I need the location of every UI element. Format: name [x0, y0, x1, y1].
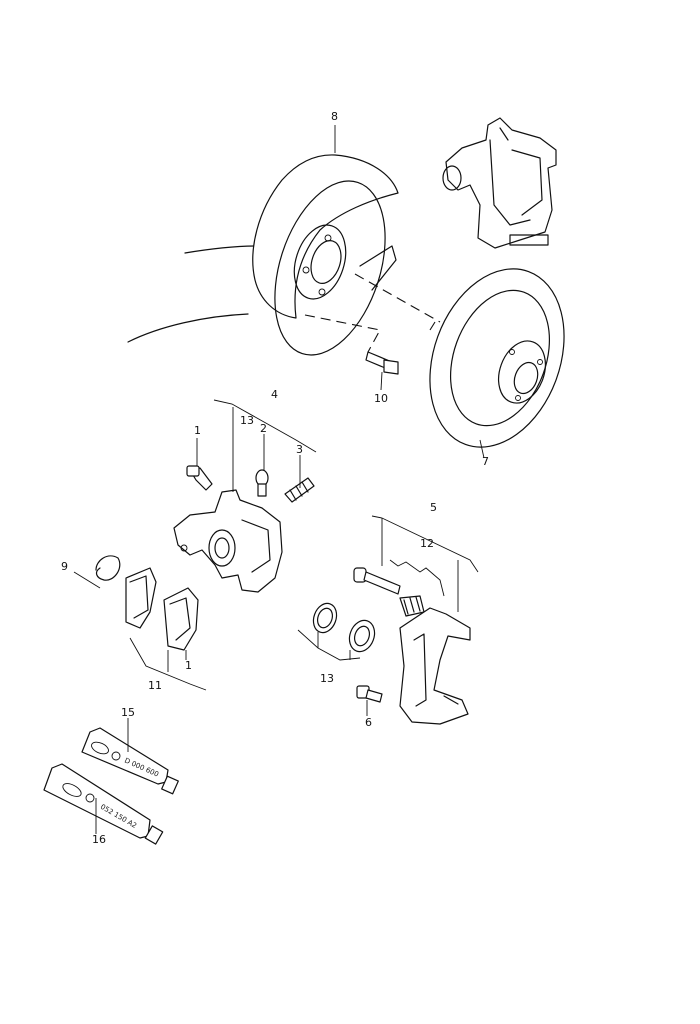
- callout-labels: 8 4 13 2 1 3 10 7 5 12 9 1 11 13 6 15 16: [61, 110, 489, 846]
- callout-9: 9: [61, 560, 68, 573]
- caliper-carrier-5: [399, 607, 471, 725]
- callout-7: 7: [482, 455, 489, 468]
- bolt-10: [365, 351, 399, 375]
- backing-plate: [252, 154, 399, 356]
- caliper-assembly-top: [442, 117, 557, 249]
- callout-15: 15: [121, 706, 135, 719]
- alignment-lines: [304, 273, 441, 353]
- callout-16: 16: [92, 833, 106, 846]
- grease-tube-16: 052 150 A2: [43, 763, 164, 845]
- guide-bolt-12: [353, 567, 425, 617]
- callout-4: 4: [271, 388, 278, 401]
- brake-disc: [429, 268, 565, 448]
- suspension-arm: [127, 245, 259, 343]
- callout-11: 11: [148, 679, 162, 692]
- bolt-6: [356, 685, 383, 703]
- callout-3: 3: [296, 443, 303, 456]
- seal-rings-13: [312, 602, 376, 653]
- callout-12: 12: [420, 537, 434, 550]
- caliper-4: [173, 489, 283, 593]
- callout-5: 5: [430, 501, 437, 514]
- callout-1-top: 1: [194, 424, 201, 437]
- bleeder-3: [284, 477, 315, 503]
- bolt-1-top: [186, 465, 213, 491]
- guide-pin-2: [255, 469, 269, 497]
- callout-1-bottom: 1: [185, 659, 192, 672]
- callout-6: 6: [365, 716, 372, 729]
- callout-10: 10: [374, 392, 388, 405]
- callout-8: 8: [331, 110, 338, 123]
- callout-2: 2: [260, 422, 267, 435]
- callout-13-bottom: 13: [320, 672, 334, 685]
- brake-pads-11: [125, 567, 199, 651]
- callout-13-top: 13: [240, 414, 254, 427]
- spring-clip-9: [95, 555, 121, 581]
- grease-tube-15: D 000 600: [81, 727, 179, 795]
- leader-lines: [73, 125, 485, 834]
